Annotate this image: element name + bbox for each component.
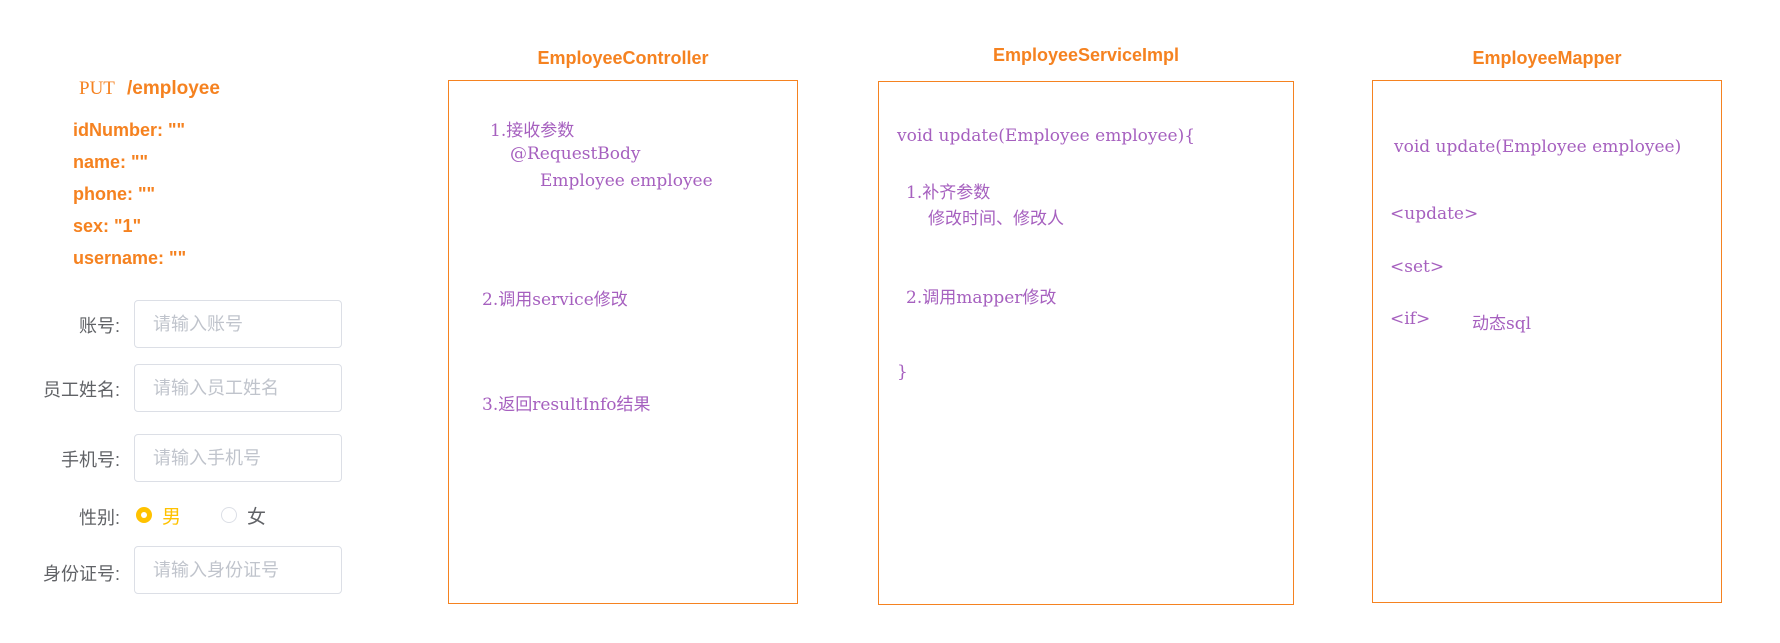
mapper-tag-update: <update> [1390,204,1479,224]
service-box [878,81,1294,605]
mapper-box [1372,80,1722,603]
gender-radio-female[interactable]: 女 [221,502,266,528]
gender-female-label: 女 [247,506,267,528]
phone-input[interactable] [134,434,342,482]
request-field-username: username: "" [73,248,187,268]
mapper-tag-set: <set> [1390,257,1445,277]
mapper-dynamic-sql: 动态sql [1472,314,1532,334]
radio-unchecked-icon[interactable] [221,507,237,523]
request-field-phone: phone: "" [73,184,156,204]
mapper-title: EmployeeMapper [1472,48,1622,68]
service-closing-brace: } [897,362,908,382]
request-field-idnumber: idNumber: "" [73,120,186,140]
controller-step3: 3.返回resultInfo结果 [482,395,651,415]
gender-label: 性别: [78,508,120,528]
gender-male-label: 男 [162,506,182,528]
request-field-sex: sex: "1" [73,216,142,236]
account-label: 账号: [78,316,120,336]
account-input[interactable] [134,300,342,348]
request-path: /employee [127,78,220,99]
mapper-tag-if: <if> [1390,309,1431,329]
http-method: PUT [79,78,115,99]
controller-step2: 2.调用service修改 [482,290,628,310]
mapper-signature: void update(Employee employee) [1394,137,1682,157]
radio-checked-icon[interactable] [136,507,152,523]
employee-name-label: 员工姓名: [42,380,120,400]
gender-radio-male[interactable]: 男 [136,502,181,528]
controller-step1-annotation: @RequestBody [510,144,641,164]
controller-step1-param: Employee employee [540,171,713,191]
request-field-name: name: "" [73,152,149,172]
phone-label: 手机号: [60,450,120,470]
controller-title: EmployeeController [537,48,709,68]
controller-box [448,80,798,604]
idcard-label: 身份证号: [42,564,120,584]
controller-step1: 1.接收参数 [490,121,575,141]
service-signature: void update(Employee employee){ [897,126,1196,146]
service-step1-detail: 修改时间、修改人 [928,209,1064,229]
service-step1: 1.补齐参数 [906,183,991,203]
service-step2: 2.调用mapper修改 [906,288,1057,308]
employee-name-input[interactable] [134,364,342,412]
service-title: EmployeeServiceImpl [992,45,1180,65]
idcard-input[interactable] [134,546,342,594]
